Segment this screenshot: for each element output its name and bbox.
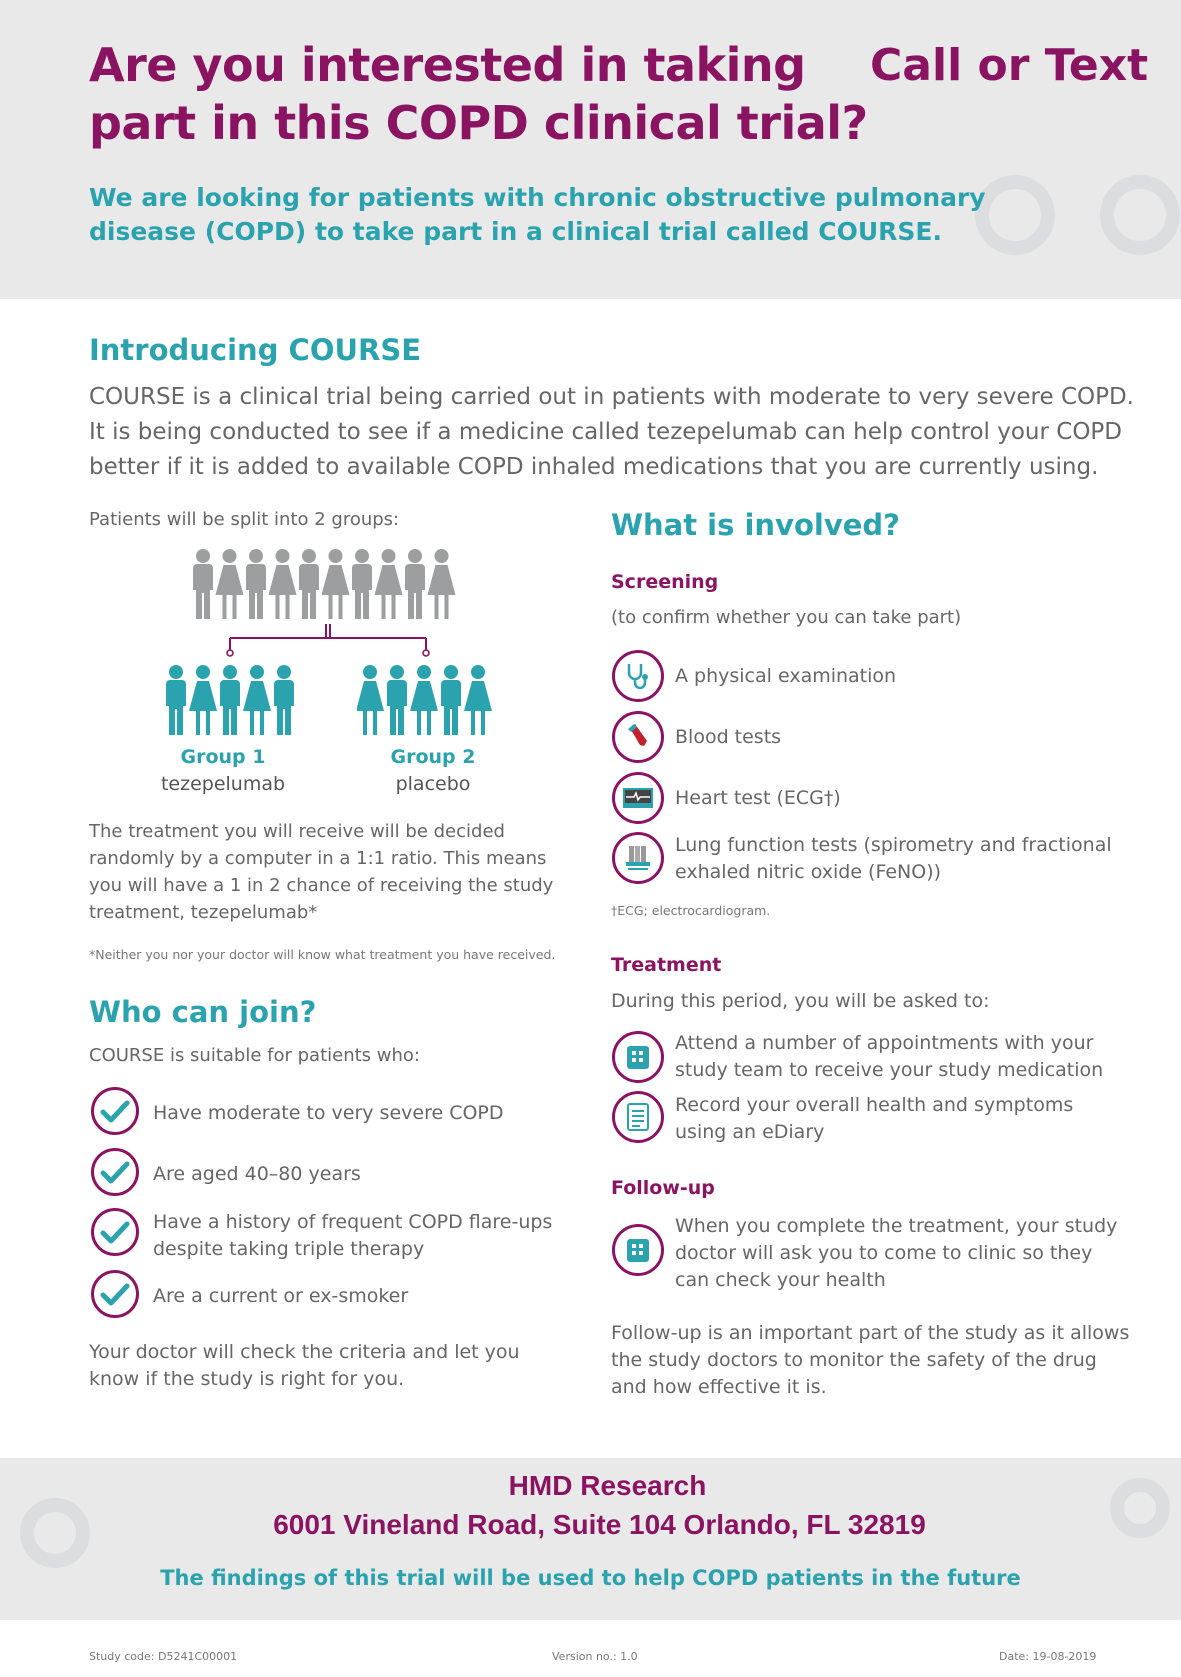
molecule-decoration-icon <box>975 175 1055 255</box>
male-person-icon <box>352 549 372 619</box>
female-person-icon <box>189 665 217 735</box>
treatment-sub: During this period, you will be asked to… <box>611 990 990 1012</box>
criterion: Are aged 40–80 years <box>153 1163 361 1185</box>
calendar-icon <box>612 1031 664 1083</box>
group1-drug: tezepelumab <box>160 773 286 795</box>
who-closing: Your doctor will check the criteria and … <box>89 1341 520 1390</box>
stethoscope-icon <box>612 650 664 702</box>
group2-label: Group 2 <box>390 746 476 768</box>
who-intro: COURSE is suitable for patients who: <box>89 1045 420 1066</box>
screening-item: Blood tests <box>675 726 782 748</box>
checkmark-icon <box>91 1270 139 1318</box>
male-person-icon <box>220 665 240 735</box>
male-person-icon <box>299 549 319 619</box>
screening-item: A physical examination <box>675 665 897 687</box>
male-person-icon <box>387 665 407 735</box>
molecule-decoration-icon <box>1110 1478 1170 1538</box>
ecg-footnote: †ECG; electrocardiogram. <box>611 903 771 918</box>
female-person-icon <box>321 549 350 619</box>
male-person-icon <box>274 665 294 735</box>
who-heading: Who can join? <box>89 995 317 1029</box>
followup-heading: Follow-up <box>611 1177 715 1199</box>
intro-heading: Introducing COURSE <box>89 333 422 367</box>
female-person-icon <box>215 549 244 619</box>
criterion: Have a history of frequent COPD flare-up… <box>153 1211 553 1260</box>
groups-intro: Patients will be split into 2 groups: <box>89 509 400 530</box>
footer-band <box>0 1458 1181 1620</box>
checkmark-icon <box>91 1148 139 1196</box>
followup-closing: Follow-up is an important part of the st… <box>611 1322 1130 1398</box>
male-person-icon <box>441 665 461 735</box>
date: Date: 19-08-2019 <box>999 1650 1097 1663</box>
male-person-icon <box>166 665 186 735</box>
header-band <box>0 0 1181 299</box>
male-person-icon <box>193 549 213 619</box>
molecule-decoration-icon <box>1100 175 1180 255</box>
female-person-icon <box>410 665 438 735</box>
group2-people-icon <box>357 664 497 736</box>
female-person-icon <box>243 665 271 735</box>
all-patients-icon <box>190 548 480 620</box>
female-person-icon <box>464 665 492 735</box>
spirometer-icon <box>612 832 664 884</box>
female-person-icon <box>374 549 403 619</box>
male-person-icon <box>246 549 266 619</box>
org-name: HMD Research <box>508 1470 707 1501</box>
group1-people-icon <box>163 664 303 736</box>
org-address: 6001 Vineland Road, Suite 104 Orlando, F… <box>273 1509 926 1540</box>
call-or-text: Call or Text <box>870 40 1149 91</box>
checkmark-icon <box>91 1208 139 1256</box>
screening-item: Heart test (ECG†) <box>675 787 841 809</box>
group1-label: Group 1 <box>180 746 266 768</box>
ecg-monitor-icon <box>612 772 664 824</box>
female-person-icon <box>357 665 384 735</box>
followup-item: When you complete the treatment, your st… <box>675 1215 1118 1291</box>
blinding-footnote: *Neither you nor your doctor will know w… <box>89 947 556 962</box>
screening-item: Lung function tests (spirometry and frac… <box>675 834 1112 883</box>
female-person-icon <box>268 549 297 619</box>
male-person-icon <box>405 549 425 619</box>
checkmark-icon <box>91 1087 139 1135</box>
intro-paragraph: COURSE is a clinical trial being carried… <box>89 384 1134 480</box>
screening-heading: Screening <box>611 571 719 593</box>
calendar-icon <box>612 1224 664 1276</box>
screening-sub: (to confirm whether you can take part) <box>611 607 962 628</box>
criterion: Have moderate to very severe COPD <box>153 1102 504 1124</box>
tagline: The findings of this trial will be used … <box>160 1566 1021 1590</box>
split-connector <box>226 624 430 657</box>
study-code: Study code: D5241C00001 <box>89 1650 238 1663</box>
version: Version no.: 1.0 <box>552 1650 638 1663</box>
criterion: Are a current or ex-smoker <box>153 1285 409 1307</box>
group2-drug: placebo <box>395 773 471 795</box>
female-person-icon <box>427 549 456 619</box>
treatment-heading: Treatment <box>611 954 722 976</box>
ediary-icon <box>612 1091 664 1143</box>
treatment-item: Attend a number of appointments with you… <box>675 1032 1104 1081</box>
involved-heading: What is involved? <box>611 508 900 542</box>
blood-tube-icon <box>612 711 664 763</box>
randomisation-text: The treatment you will receive will be d… <box>89 821 554 923</box>
subtitle: We are looking for patients with chronic… <box>89 183 986 246</box>
